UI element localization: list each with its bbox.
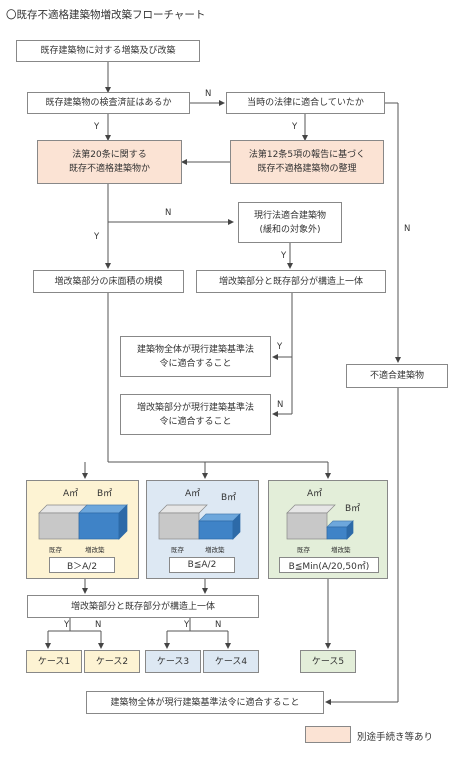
condition-b-greater-half: B＞A/2 bbox=[49, 557, 115, 573]
label-n-1: N bbox=[205, 89, 212, 99]
panel-half-or-less-extension: A㎡ B㎡ 既存 増改築 B≦A/2 bbox=[146, 480, 259, 579]
extension-label: 増改築 bbox=[205, 546, 225, 554]
label-y-6: Y bbox=[64, 620, 70, 630]
legend-swatch bbox=[305, 726, 351, 743]
box-article12-report-organization: 法第12条5項の報告に基づく 既存不適格建築物の整理 bbox=[230, 140, 384, 184]
area-b-label: B㎡ bbox=[97, 489, 113, 499]
box-whole-building-conforms-final: 建築物全体が現行建築基準法令に適合すること bbox=[86, 691, 324, 714]
box-structurally-integrated-question-2: 増改築部分と既存部分が構造上一体 bbox=[27, 595, 259, 618]
existing-label: 既存 bbox=[49, 546, 62, 554]
panel-large-extension: A㎡ B㎡ 既存 増改築 B＞A/2 bbox=[26, 480, 139, 579]
box-extension-part-conforms: 増改築部分が現行建築基準法 令に適合すること bbox=[120, 394, 271, 435]
case-1: ケース1 bbox=[26, 650, 82, 673]
area-b-label: B㎡ bbox=[345, 504, 361, 514]
extension-label: 増改築 bbox=[331, 546, 351, 554]
box-article20-nonconforming-question: 法第20条に関する 既存不適格建築物か bbox=[37, 140, 182, 184]
box-extension-of-existing-building: 既存建築物に対する増築及び改築 bbox=[16, 40, 200, 62]
box-floor-area-scale: 増改築部分の床面積の規模 bbox=[33, 270, 184, 293]
box-structurally-integrated-question: 増改築部分と既存部分が構造上一体 bbox=[196, 270, 386, 293]
condition-b-min: B≦Min(A/20,50㎡) bbox=[279, 557, 379, 573]
label-y-2: Y bbox=[292, 122, 298, 132]
label-y-3: Y bbox=[94, 232, 100, 242]
cube-illustration bbox=[38, 504, 128, 540]
box-nonconforming-building: 不適合建築物 bbox=[346, 364, 448, 388]
case-5: ケース5 bbox=[300, 650, 356, 673]
label-y-5: Y bbox=[277, 342, 283, 352]
label-n-6: N bbox=[215, 620, 222, 630]
label-y-7: Y bbox=[184, 620, 190, 630]
cube-illustration bbox=[286, 504, 354, 540]
panel-small-extension: A㎡ B㎡ 既存 増改築 B≦Min(A/20,50㎡) bbox=[268, 480, 388, 579]
label-n-5: N bbox=[95, 620, 102, 630]
area-a-label: A㎡ bbox=[63, 489, 79, 499]
box-current-law-conforming: 現行法適合建築物 (緩和の対象外) bbox=[238, 202, 342, 243]
label-n-3: N bbox=[165, 208, 172, 218]
label-y-4: Y bbox=[281, 251, 287, 261]
page-title: 〇既存不適格建築物増改築フローチャート bbox=[6, 9, 206, 21]
box-whole-building-conforms: 建築物全体が現行建築基準法 令に適合すること bbox=[120, 336, 271, 377]
area-a-label: A㎡ bbox=[307, 489, 323, 499]
existing-label: 既存 bbox=[171, 546, 184, 554]
legend-label: 別途手続き等あり bbox=[357, 732, 434, 743]
area-b-label: B㎡ bbox=[221, 493, 237, 503]
existing-label: 既存 bbox=[297, 546, 310, 554]
case-2: ケース2 bbox=[84, 650, 140, 673]
label-n-2: N bbox=[404, 224, 411, 234]
box-inspection-certificate-question: 既存建築物の検査済証はあるか bbox=[27, 92, 190, 114]
label-y-1: Y bbox=[94, 122, 100, 132]
condition-b-half-or-less: B≦A/2 bbox=[169, 557, 235, 573]
cube-illustration bbox=[158, 504, 241, 540]
extension-label: 増改築 bbox=[85, 546, 105, 554]
case-3: ケース3 bbox=[145, 650, 201, 673]
box-conformed-to-old-law-question: 当時の法律に適合していたか bbox=[226, 92, 385, 114]
area-a-label: A㎡ bbox=[185, 489, 201, 499]
label-n-4: N bbox=[277, 400, 284, 410]
case-4: ケース4 bbox=[203, 650, 259, 673]
